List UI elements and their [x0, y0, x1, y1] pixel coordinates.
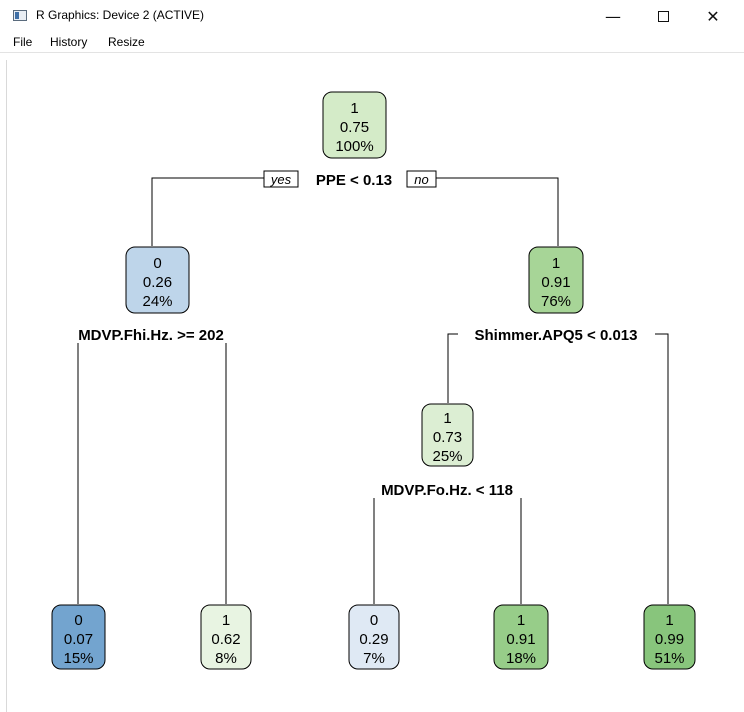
left-node: 0 0.26 24% [125, 246, 190, 314]
leaf-0-box [51, 604, 106, 670]
leaf-3: 1 0.91 18% [493, 604, 549, 670]
edge-right-leaf4 [655, 333, 669, 604]
edge-right-node [447, 333, 458, 403]
maximize-button[interactable] [640, 0, 686, 32]
menu-history[interactable]: History [50, 35, 88, 49]
left-node-box [125, 246, 190, 314]
title-bar: R Graphics: Device 2 (ACTIVE) — ✕ [0, 0, 744, 32]
left-percent: 24% [142, 293, 172, 310]
leaf-4-percent: 51% [654, 650, 684, 667]
root-node: 1 0.75 100% [322, 91, 387, 159]
leaf-3-prob: 0.91 [506, 631, 535, 648]
leaf-3-box [493, 604, 549, 670]
minimize-icon: — [605, 6, 621, 26]
no-tag: no [414, 172, 428, 187]
right-node: 1 0.91 76% [528, 246, 584, 314]
window-edge [0, 60, 7, 712]
leaf-2-box [348, 604, 400, 670]
yes-tag-box [263, 170, 299, 188]
right-split-bg [458, 326, 655, 342]
leaf-2-prob: 0.29 [359, 631, 388, 648]
right-split-label: Shimmer.APQ5 < 0.013 [474, 327, 637, 344]
edge-root-left [151, 177, 264, 246]
right-node-box [528, 246, 584, 314]
leaf-0: 0 0.07 15% [51, 604, 106, 670]
maximize-icon [657, 10, 669, 22]
tree-edges [77, 177, 669, 604]
app-icon [13, 10, 27, 21]
right-left-node-box [421, 403, 474, 467]
no-tag-box [406, 170, 437, 188]
yes-tag: yes [270, 172, 292, 187]
root-split-label: PPE < 0.13 [316, 172, 392, 189]
root-prob: 0.75 [340, 119, 369, 136]
right-left-split-label: MDVP.Fo.Hz. < 118 [381, 482, 513, 499]
leaf-2: 0 0.29 7% [348, 604, 400, 670]
left-split-label: MDVP.Fhi.Hz. >= 202 [78, 327, 224, 344]
close-button[interactable]: ✕ [690, 0, 736, 32]
root-node-box [322, 91, 387, 159]
right-left-node: 1 0.73 25% [421, 403, 474, 467]
leaf-1-prob: 0.62 [211, 631, 240, 648]
leaf-1-class: 1 [222, 612, 230, 629]
leaf-1-box [200, 604, 252, 670]
leaf-3-percent: 18% [506, 650, 536, 667]
root-class: 1 [350, 100, 358, 117]
leaf-4-box [643, 604, 696, 670]
leaf-2-percent: 7% [363, 650, 385, 667]
right-percent: 76% [541, 293, 571, 310]
leaf-4-class: 1 [665, 612, 673, 629]
leaf-1: 1 0.62 8% [200, 604, 252, 670]
right-left-class: 1 [443, 410, 451, 427]
leaf-3-class: 1 [517, 612, 525, 629]
leaf-0-percent: 15% [63, 650, 93, 667]
leaf-0-class: 0 [74, 612, 82, 629]
minimize-button[interactable]: — [590, 0, 636, 32]
leaf-2-class: 0 [370, 612, 378, 629]
right-class: 1 [552, 255, 560, 272]
left-prob: 0.26 [143, 274, 172, 291]
leaf-4-prob: 0.99 [655, 631, 684, 648]
menu-file[interactable]: File [13, 35, 33, 49]
menu-resize[interactable]: Resize [108, 35, 145, 49]
leaf-1-percent: 8% [215, 650, 237, 667]
right-prob: 0.91 [541, 274, 570, 291]
menu-bar: File History Resize [0, 32, 744, 53]
left-class: 0 [153, 255, 161, 272]
leaf-4: 1 0.99 51% [643, 604, 696, 670]
close-icon: ✕ [706, 6, 720, 26]
root-percent: 100% [335, 138, 373, 155]
right-left-prob: 0.73 [433, 429, 462, 446]
edge-root-right [436, 177, 559, 246]
right-left-percent: 25% [432, 448, 462, 465]
window-title: R Graphics: Device 2 (ACTIVE) [36, 8, 205, 22]
leaf-0-prob: 0.07 [64, 631, 93, 648]
